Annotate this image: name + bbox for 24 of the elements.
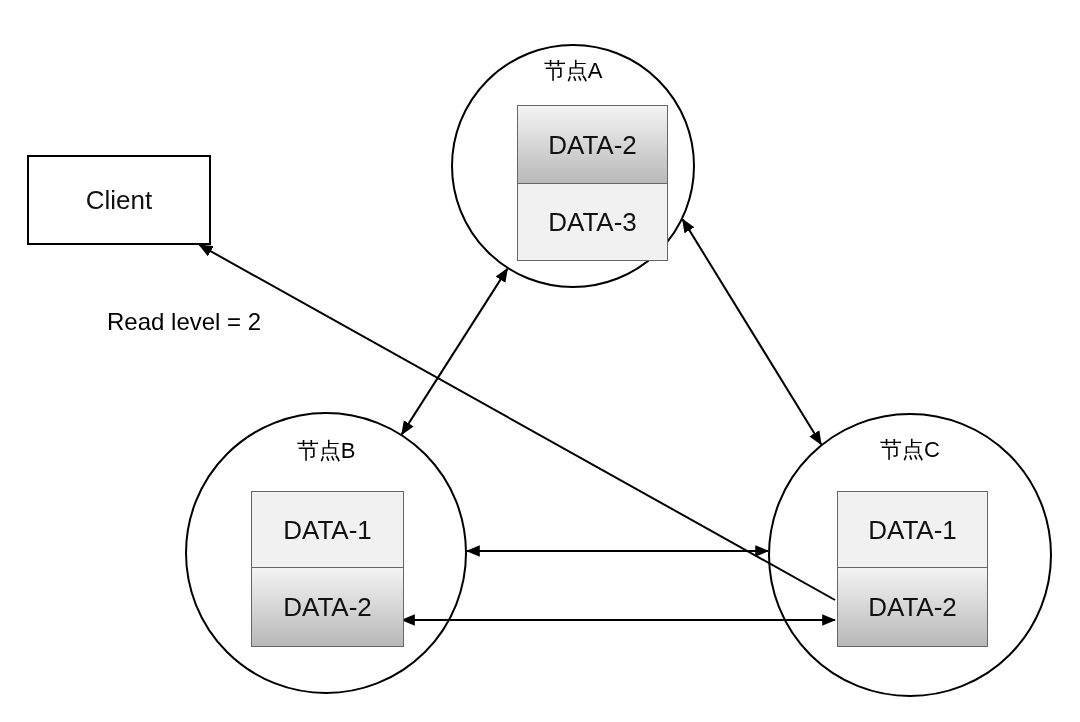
client-box: [27, 155, 211, 245]
arrow: [400, 267, 509, 436]
node-title: 节点B: [296, 437, 356, 465]
data-cell: [251, 491, 404, 569]
node-circle: [451, 44, 695, 288]
data-label: DATA-2: [283, 591, 372, 623]
data-label: DATA-2: [548, 129, 637, 161]
data-cell: [837, 567, 988, 647]
node-title: 节点C: [880, 436, 940, 464]
node-title: 节点A: [543, 57, 603, 85]
data-label: DATA-1: [868, 514, 957, 546]
read-level-note: Read level = 2: [107, 308, 262, 336]
data-label: DATA-2: [868, 591, 957, 623]
data-label: DATA-3: [548, 206, 637, 238]
data-label: DATA-1: [283, 514, 372, 546]
data-cell: [837, 491, 988, 569]
data-cell: [251, 567, 404, 647]
node-circle: [185, 412, 467, 694]
arrow: [465, 545, 770, 557]
data-cell: [517, 105, 668, 185]
client-label: Client: [85, 184, 153, 216]
data-cell: [517, 183, 668, 261]
arrow: [681, 218, 823, 446]
node-circle: [768, 413, 1052, 697]
